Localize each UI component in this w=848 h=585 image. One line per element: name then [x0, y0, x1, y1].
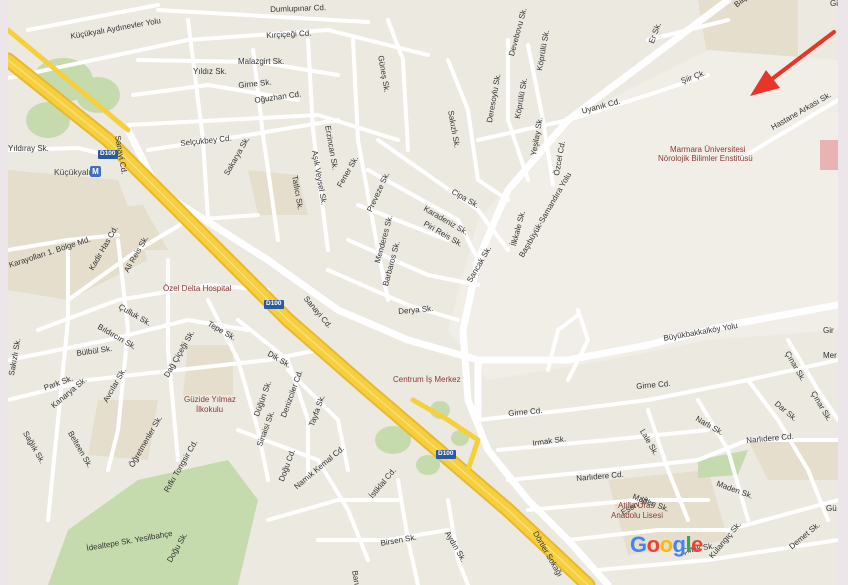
park-area [416, 455, 440, 475]
road [186, 18, 210, 222]
road [566, 498, 838, 542]
park-area [698, 450, 748, 478]
park-area [375, 426, 411, 454]
road [526, 498, 710, 512]
road [8, 318, 250, 362]
road [306, 38, 330, 252]
map-canvas[interactable] [8, 0, 838, 585]
road [746, 378, 830, 522]
street-label-gu: Gü [826, 504, 837, 513]
road [131, 83, 300, 102]
street-label-mer: Mer [823, 351, 837, 360]
road [786, 338, 838, 422]
land-block [183, 345, 233, 395]
land-block [88, 400, 158, 460]
land-block [248, 170, 308, 215]
highway-d100 [8, 27, 596, 585]
metro-icon[interactable]: M [90, 166, 101, 177]
road [646, 408, 690, 522]
road-buyukbakkalkoy [474, 301, 838, 364]
park-area [26, 102, 70, 138]
road [206, 298, 270, 482]
road [251, 48, 280, 242]
road [596, 538, 838, 572]
road [26, 3, 160, 32]
poi-label-centrum[interactable]: Centrum İş Merkez [393, 375, 461, 384]
road [366, 168, 480, 262]
road [566, 308, 590, 382]
road [36, 283, 270, 332]
poi-label-atilla2[interactable]: Anadolu Lisesi [611, 511, 664, 520]
highway-shield-d100: D100 [264, 300, 284, 309]
land-block [748, 440, 838, 480]
road [156, 8, 370, 24]
road [8, 233, 120, 252]
street-label-gir: Gir [823, 326, 834, 335]
road [8, 28, 430, 80]
road [236, 318, 310, 482]
district-label-kucukyali: Küçükyalı [54, 167, 91, 177]
park-area [48, 460, 258, 585]
road [446, 498, 470, 585]
road [46, 248, 70, 522]
park-area [76, 77, 120, 113]
street-label-yildiz: Yıldız Sk. [193, 67, 227, 76]
road [526, 43, 555, 187]
road [376, 138, 510, 252]
highway-shield-d100: D100 [98, 150, 118, 159]
road [696, 398, 750, 522]
road [106, 238, 130, 472]
road [316, 528, 450, 542]
highway-shield-d100: D100 [436, 450, 456, 459]
road [356, 203, 450, 242]
poi-label-guzide1[interactable]: Güzide Yılmaz [184, 395, 236, 404]
google-logo: Google [630, 532, 703, 557]
red-arrow-annotation [750, 30, 836, 96]
road [286, 368, 350, 472]
road [506, 438, 838, 482]
road [346, 238, 480, 287]
road-basibuyuk-samandira [459, 0, 732, 585]
poi-label-marmara2[interactable]: Nörolojik Bilimler Enstitüsü [658, 154, 753, 163]
road [266, 498, 400, 522]
road [386, 18, 410, 152]
road [476, 358, 838, 422]
road [146, 118, 340, 152]
land-block [698, 0, 798, 60]
road [126, 113, 400, 142]
road [476, 73, 710, 142]
poi-label-guzide2[interactable]: İlkokulu [196, 405, 224, 414]
road [236, 428, 370, 562]
land-block [83, 205, 168, 250]
road [66, 213, 260, 302]
poi-label-ozel-delta[interactable]: Özel Delta Hospital [163, 284, 232, 293]
land-blocks [8, 0, 838, 555]
campus-area [448, 50, 838, 380]
poi-label-marmara[interactable]: Marmara Üniversitesi [670, 145, 746, 154]
road [166, 258, 180, 462]
street-label-malazgirt: Malazgirt Sk. [238, 57, 285, 66]
street-label-gi: Gi [830, 0, 838, 8]
poi-label-atilla1[interactable]: Atilla Uras [618, 501, 655, 510]
road [736, 98, 838, 162]
hospital-area [820, 140, 838, 170]
road [496, 428, 710, 452]
road [506, 38, 530, 182]
road [446, 58, 510, 202]
road [326, 268, 460, 322]
road [396, 478, 420, 585]
minor-roads [8, 3, 838, 585]
road [351, 38, 390, 302]
street-label-yildiray: Yıldıray Sk. [8, 144, 49, 153]
